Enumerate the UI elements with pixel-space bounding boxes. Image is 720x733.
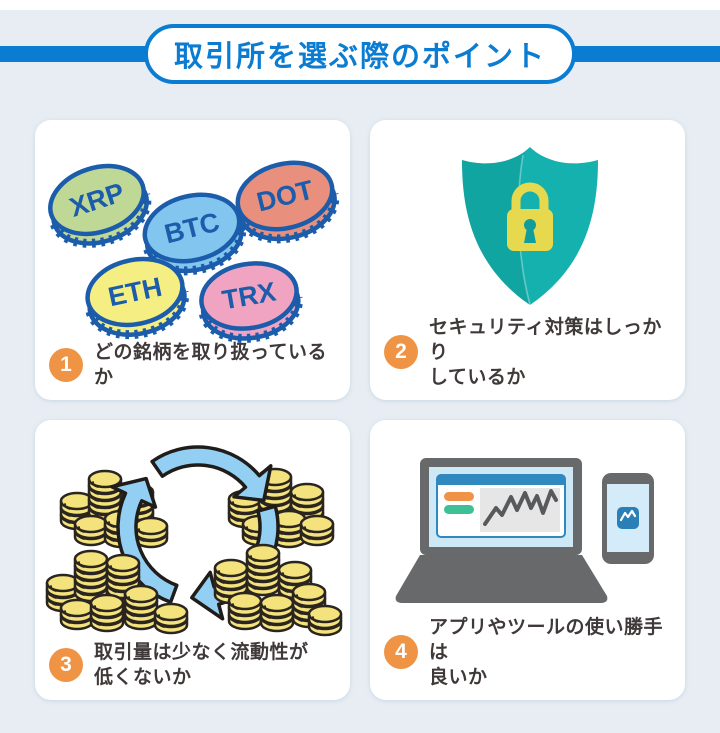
caption-row-4: 4 アプリやツールの使い勝手は良いか [384, 615, 677, 690]
panel-liquidity: 3 取引量は少なく流動性が低くないか [35, 420, 350, 700]
coin-stack-cluster [213, 543, 343, 637]
green-button-pill [444, 505, 474, 514]
trx-coin-icon: TRX [199, 261, 303, 343]
coin-stack-cluster [59, 469, 169, 549]
caption-text-2: セキュリティ対策はしっかりしているか [429, 315, 677, 390]
liquidity-cycle-coins-icon [45, 445, 343, 637]
window-titlebar [437, 475, 565, 485]
lock-icon [507, 182, 553, 251]
caption-row-2: 2 セキュリティ対策はしっかりしているか [384, 315, 677, 390]
panel-usability: 4 アプリやツールの使い勝手は良いか [370, 420, 685, 700]
panel-security: 2 セキュリティ対策はしっかりしているか [370, 120, 685, 400]
caption-line: 取引量は少なく流動性が [94, 641, 309, 663]
xrp-coin-icon: XRP [48, 163, 152, 248]
caption-line: どの銘柄を取り扱っているか [94, 341, 328, 388]
orange-button-pill [444, 492, 474, 501]
caption-row-3: 3 取引量は少なく流動性が低くないか [49, 640, 342, 690]
caption-row-1: 1 どの銘柄を取り扱っているか [49, 340, 342, 390]
laptop-base [395, 555, 608, 603]
number-badge-4: 4 [384, 635, 418, 670]
btc-coin-icon: BTC [142, 192, 247, 276]
caption-text-3: 取引量は少なく流動性が低くないか [94, 640, 309, 690]
caption-line: アプリやツールの使い勝手は [429, 616, 664, 663]
crypto-coins-icon: XRP BTC DOT ETH [48, 160, 340, 343]
page-title: 取引所を選ぶ際のポイント [144, 24, 576, 84]
caption-line: しているか [429, 366, 526, 388]
laptop-icon [395, 458, 608, 603]
caption-line: 低くないか [94, 666, 192, 688]
panel-coin-selection: XRP BTC DOT ETH [35, 120, 350, 400]
number-badge-3: 3 [49, 647, 83, 682]
top-white-strip [0, 0, 720, 10]
laptop-smartphone-chart-icon [395, 458, 654, 603]
caption-line: 良いか [429, 666, 488, 688]
caption-line: セキュリティ対策はしっかり [429, 316, 662, 363]
security-shield-lock-icon [462, 147, 598, 306]
number-badge-1: 1 [49, 347, 83, 382]
page-title-text: 取引所を選ぶ際のポイント [173, 41, 546, 73]
number-badge-2: 2 [384, 335, 418, 370]
smartphone-icon [602, 473, 654, 564]
chart-zigzag-line [483, 489, 558, 526]
eth-coin-icon: ETH [85, 256, 189, 340]
caption-text-4: アプリやツールの使い勝手は良いか [429, 615, 677, 690]
shield-shade [462, 147, 530, 305]
dot-coin-icon: DOT [235, 160, 340, 244]
caption-text-1: どの銘柄を取り扱っているか [94, 340, 342, 390]
